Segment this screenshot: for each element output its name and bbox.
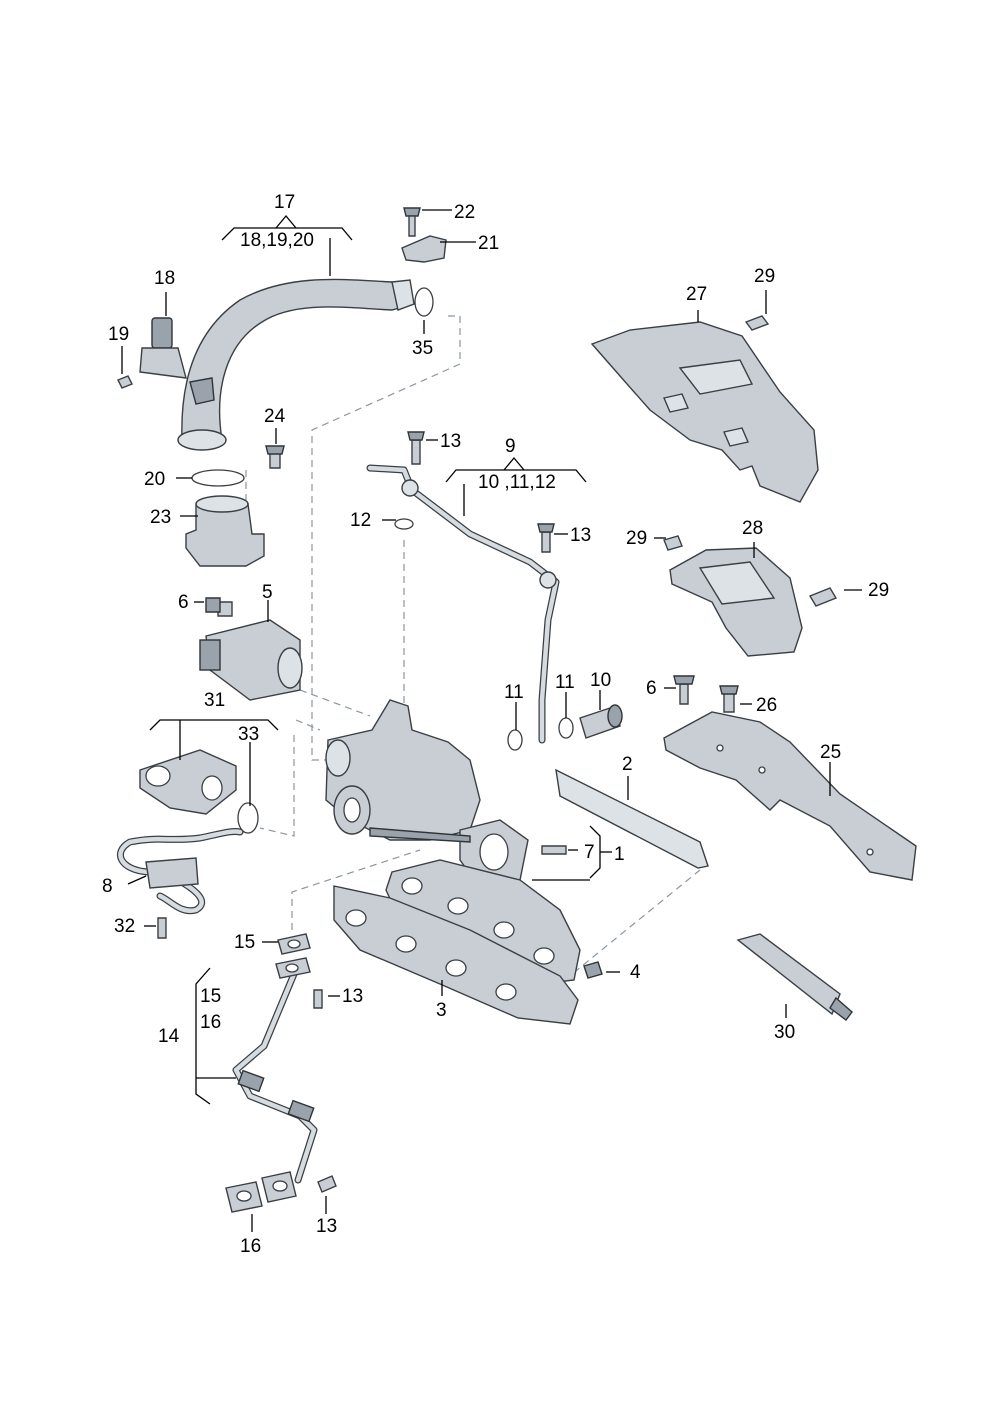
callout-3: 3 xyxy=(436,1000,447,1021)
oil-pipe-fasteners xyxy=(394,431,623,751)
callout-27: 27 xyxy=(686,284,707,305)
inlet-flange-group xyxy=(185,445,285,567)
callout-19: 19 xyxy=(108,324,129,345)
callout-18: 18 xyxy=(154,268,175,289)
oil-return-pipe xyxy=(225,933,337,1213)
callout-9: 9 xyxy=(505,436,516,457)
callout-2: 2 xyxy=(622,754,633,775)
callout-11a: 11 xyxy=(504,682,524,703)
callout-10: 10 xyxy=(590,670,611,691)
callout-14: 14 xyxy=(158,1026,180,1047)
callout-17-sub: 18,19,20 xyxy=(240,230,314,251)
callout-13b: 13 xyxy=(570,525,591,546)
callout-13a: 13 xyxy=(440,431,461,452)
callout-33: 33 xyxy=(238,724,259,745)
callout-5: 5 xyxy=(262,582,273,603)
exhaust-manifold-group xyxy=(333,768,709,1025)
callout-13c: 13 xyxy=(342,986,363,1007)
callout-29b: 29 xyxy=(626,528,647,549)
callout-6a: 6 xyxy=(178,592,189,613)
callout-6b: 6 xyxy=(646,678,657,699)
leader-lines xyxy=(121,209,862,1232)
callout-14-sub-15: 15 xyxy=(200,986,221,1007)
callout-20: 20 xyxy=(144,469,165,490)
callout-28: 28 xyxy=(742,518,763,539)
callout-29c: 29 xyxy=(868,580,889,601)
charge-air-hose xyxy=(177,278,415,451)
callout-11b: 11 xyxy=(555,672,575,693)
callout-4: 4 xyxy=(630,962,641,983)
callout-8: 8 xyxy=(102,876,113,897)
callout-25: 25 xyxy=(820,742,841,763)
callout-23: 23 xyxy=(150,507,171,528)
callout-1: 1 xyxy=(614,844,625,865)
callout-7: 7 xyxy=(584,842,595,863)
valve-housing-group xyxy=(116,749,259,939)
callout-31: 31 xyxy=(204,690,225,711)
callout-17: 17 xyxy=(274,192,295,213)
callout-12: 12 xyxy=(350,510,371,531)
pressure-sensor xyxy=(117,317,187,389)
oil-supply-pipe xyxy=(366,464,560,744)
callout-29a: 29 xyxy=(754,266,775,287)
callout-13d: 13 xyxy=(316,1216,337,1237)
callout-30: 30 xyxy=(774,1022,795,1043)
callout-16: 16 xyxy=(240,1236,261,1257)
heat-shield-lower xyxy=(663,535,838,657)
callout-24: 24 xyxy=(264,406,286,427)
callout-35: 35 xyxy=(412,338,433,359)
recirculation-valve xyxy=(199,597,303,701)
callout-32: 32 xyxy=(114,916,135,937)
callout-15: 15 xyxy=(234,932,255,953)
callout-14-sub-16: 16 xyxy=(200,1012,221,1033)
heat-shield-upper xyxy=(590,315,819,503)
callout-labels: 1 2 3 4 5 6 6 7 8 9 10 ,11,12 10 11 11 1… xyxy=(102,192,889,1257)
callout-26: 26 xyxy=(756,695,777,716)
sealant-tube xyxy=(736,933,853,1021)
hose-bracket-group xyxy=(401,207,447,317)
heat-shield-plate xyxy=(663,675,917,881)
callout-22: 22 xyxy=(454,202,475,223)
turbocharger xyxy=(325,699,529,889)
callout-21: 21 xyxy=(478,233,499,254)
callout-9-sub: 10 ,11,12 xyxy=(478,472,556,493)
